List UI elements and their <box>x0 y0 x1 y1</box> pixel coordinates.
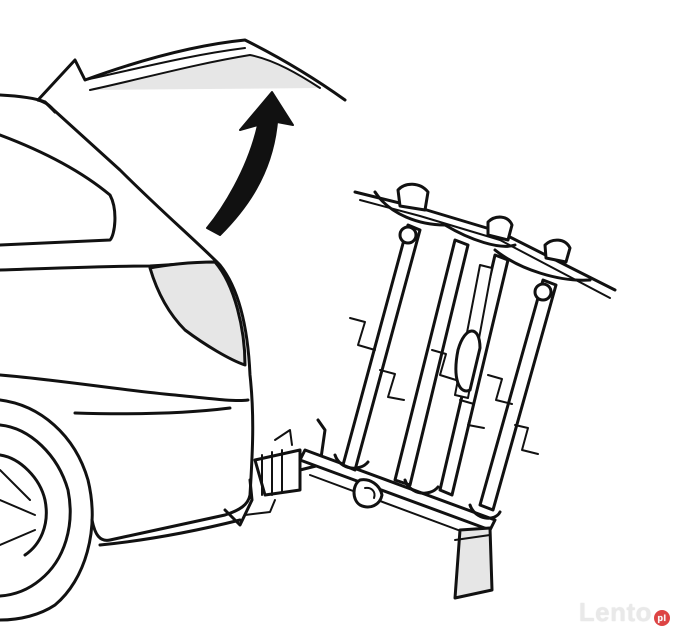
bike-rack-base <box>298 448 497 600</box>
lift-tailgate-arrow-icon <box>206 91 294 236</box>
watermark-brand: Lento <box>578 597 652 627</box>
watermark-suffix-badge: pl <box>654 610 670 626</box>
tow-hitch <box>223 418 327 527</box>
open-tailgate <box>36 38 347 114</box>
bike-rack-arms <box>333 182 617 520</box>
car-body <box>0 93 255 547</box>
rear-wheel <box>0 398 94 622</box>
lento-watermark: Lento pl <box>579 597 670 628</box>
